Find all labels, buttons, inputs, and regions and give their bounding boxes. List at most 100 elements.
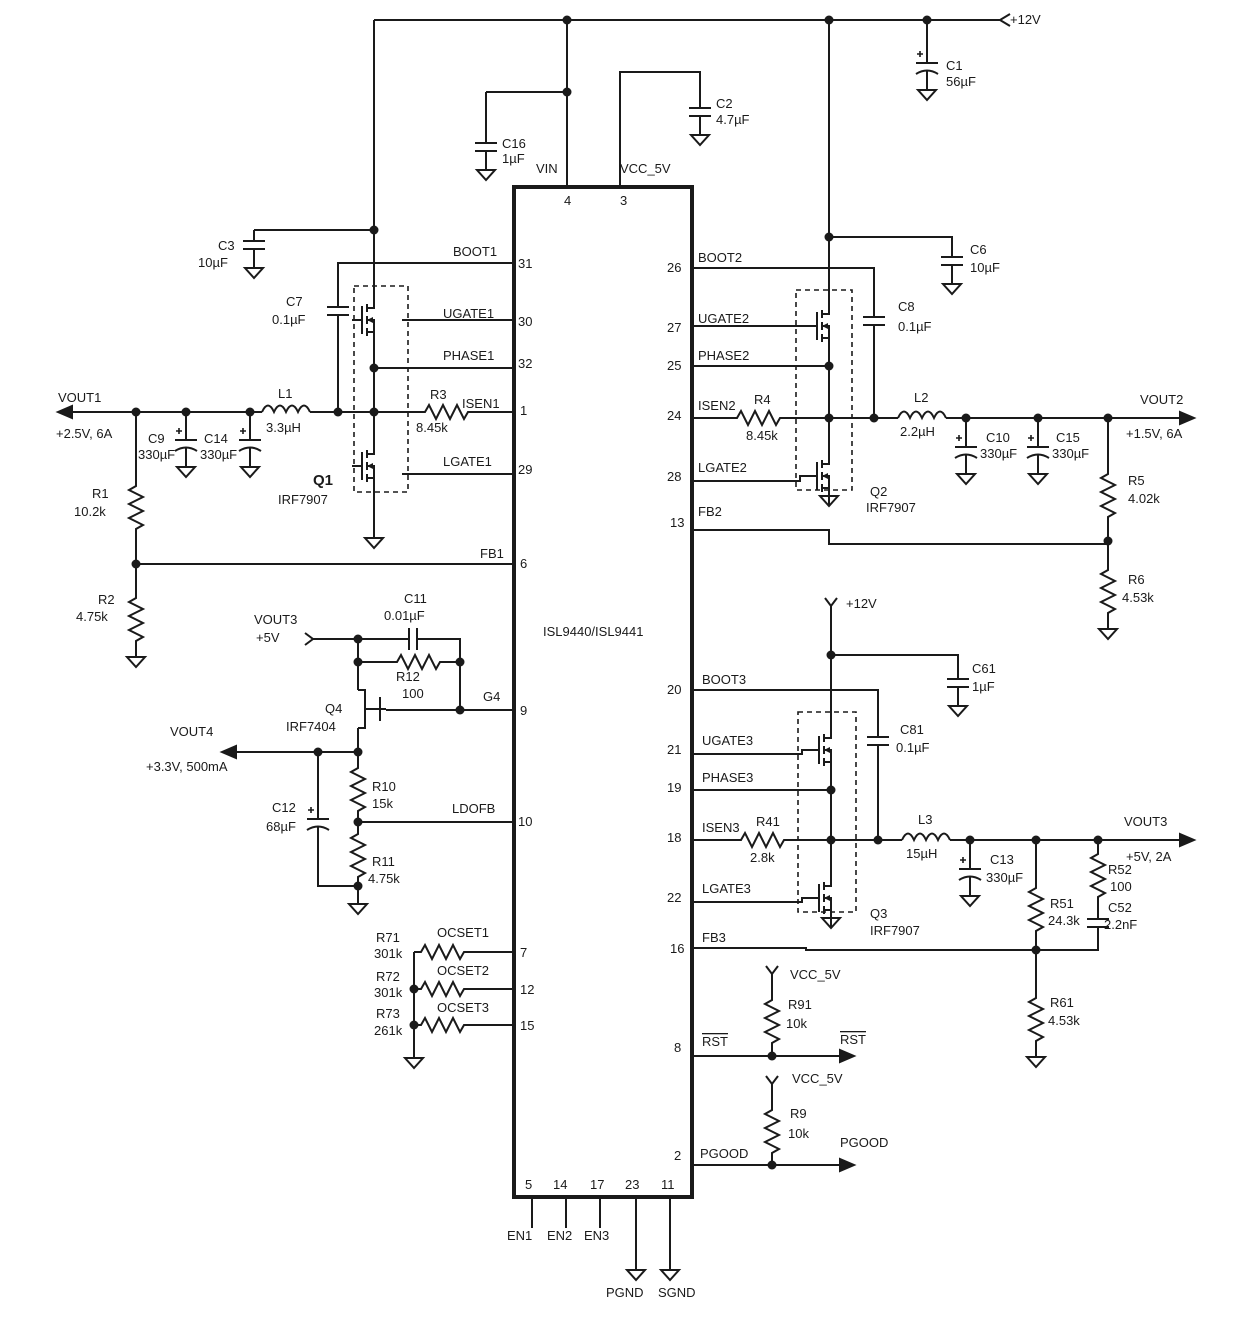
c81-value: 0.1µF (896, 740, 930, 755)
pin-name-isen2: ISEN2 (698, 398, 736, 413)
c7-value: 0.1µF (272, 312, 306, 327)
pin-num-g4: 9 (520, 703, 527, 718)
pin-num-phase2: 25 (667, 358, 681, 373)
q3-package-outline (797, 711, 857, 913)
pin-num-vin: 4 (564, 193, 571, 208)
c6-ref: C6 (970, 242, 987, 257)
pin-name-vcc5v: VCC_5V (620, 161, 671, 176)
pin-num-ugate1: 30 (518, 314, 532, 329)
vout2-name: VOUT2 (1140, 392, 1183, 407)
vout2-spec: +1.5V, 6A (1126, 426, 1183, 441)
pin-name-ugate2: UGATE2 (698, 311, 749, 326)
c8-ref: C8 (898, 299, 915, 314)
pin-name-boot3: BOOT3 (702, 672, 746, 687)
c1-value: 56µF (946, 74, 976, 89)
pin-name-ocset3: OCSET3 (437, 1000, 489, 1015)
c61-value: 1µF (972, 679, 995, 694)
pin-num-lgate2: 28 (667, 469, 681, 484)
pin-name-boot2: BOOT2 (698, 250, 742, 265)
r6-value: 4.53k (1122, 590, 1154, 605)
r6-ref: R6 (1128, 572, 1145, 587)
vcc5v-a-label: VCC_5V (790, 967, 841, 982)
pin-num-isen2: 24 (667, 408, 681, 423)
pin-num-ldofb: 10 (518, 814, 532, 829)
pin-name-ldofb: LDOFB (452, 801, 495, 816)
pin-name-vin: VIN (536, 161, 558, 176)
r2-ref: R2 (98, 592, 115, 607)
pin-num-en3: 17 (590, 1177, 604, 1192)
l3-ref: L3 (918, 812, 932, 827)
r4-ref: R4 (754, 392, 771, 407)
pin-num-en2: 14 (553, 1177, 567, 1192)
r91-value: 10k (786, 1016, 807, 1031)
c16-ref: C16 (502, 136, 526, 151)
r91-ref: R91 (788, 997, 812, 1012)
pin-num-lgate3: 22 (667, 890, 681, 905)
c14-ref: C14 (204, 431, 228, 446)
pin-num-boot3: 20 (667, 682, 681, 697)
c15-ref: C15 (1056, 430, 1080, 445)
en-pin-stubs (531, 1197, 671, 1262)
pin-num-phase3: 19 (667, 780, 681, 795)
q4-ref: Q4 (325, 701, 342, 716)
pin-name-g4: G4 (483, 689, 500, 704)
pin-num-isen3: 18 (667, 830, 681, 845)
r72-ref: R72 (376, 969, 400, 984)
r9-ref: R9 (790, 1106, 807, 1121)
pin-name-lgate3: LGATE3 (702, 881, 751, 896)
pin-num-boot1: 31 (518, 256, 532, 271)
pin-name-sgnd: SGND (658, 1285, 696, 1300)
vout4-name: VOUT4 (170, 724, 213, 739)
pin-num-phase1: 32 (518, 356, 532, 371)
r3-ref: R3 (430, 387, 447, 402)
pin-name-pgood: PGOOD (700, 1146, 748, 1161)
c3-value: 10µF (198, 255, 228, 270)
r73-ref: R73 (376, 1006, 400, 1021)
c6-value: 10µF (970, 260, 1000, 275)
q3-ref: Q3 (870, 906, 887, 921)
c11-ref: C11 (404, 591, 427, 606)
r71-ref: R71 (376, 930, 400, 945)
l2-ref: L2 (914, 390, 928, 405)
pin-name-rst: RST (702, 1034, 728, 1049)
pin-num-ocset2: 12 (520, 982, 534, 997)
pin-num-isen1: 1 (520, 403, 527, 418)
r5-ref: R5 (1128, 473, 1145, 488)
r10-value: 15k (372, 796, 393, 811)
r41-value: 2.8k (750, 850, 775, 865)
vout4-spec: +3.3V, 500mA (146, 759, 228, 774)
q1-ref: Q1 (313, 472, 333, 489)
q2-value: IRF7907 (866, 500, 916, 515)
c15-value: 330µF (1052, 446, 1089, 461)
r11-ref: R11 (372, 854, 395, 869)
q1-value: IRF7907 (278, 492, 328, 507)
c1-ref: C1 (946, 58, 963, 73)
c14-value: 330µF (200, 447, 237, 462)
c3-ref: C3 (218, 238, 235, 253)
c8-value: 0.1µF (898, 319, 932, 334)
pin-name-fb2: FB2 (698, 504, 722, 519)
pin-num-pgood: 2 (674, 1148, 681, 1163)
c13-value: 330µF (986, 870, 1023, 885)
pin-name-ocset2: OCSET2 (437, 963, 489, 978)
c11-value: 0.01µF (384, 608, 425, 623)
pin-name-phase2: PHASE2 (698, 348, 749, 363)
r9-value: 10k (788, 1126, 809, 1141)
r4-value: 8.45k (746, 428, 778, 443)
c13-ref: C13 (990, 852, 1014, 867)
pin-num-fb3: 16 (670, 941, 684, 956)
l3-value: 15µH (906, 846, 937, 861)
pin-num-boot2: 26 (667, 260, 681, 275)
r41-ref: R41 (756, 814, 780, 829)
c12-value: 68µF (266, 819, 296, 834)
r61-value: 4.53k (1048, 1013, 1080, 1028)
r11-value: 4.75k (368, 871, 400, 886)
pin-name-ugate1: UGATE1 (443, 306, 494, 321)
c61-ref: C61 (972, 661, 996, 676)
pin-num-ugate3: 21 (667, 742, 681, 757)
pin-num-ocset1: 7 (520, 945, 527, 960)
r2-value: 4.75k (76, 609, 108, 624)
q2-package-outline (795, 289, 853, 491)
pin-name-fb3: FB3 (702, 930, 726, 945)
pin-num-lgate1: 29 (518, 462, 532, 477)
